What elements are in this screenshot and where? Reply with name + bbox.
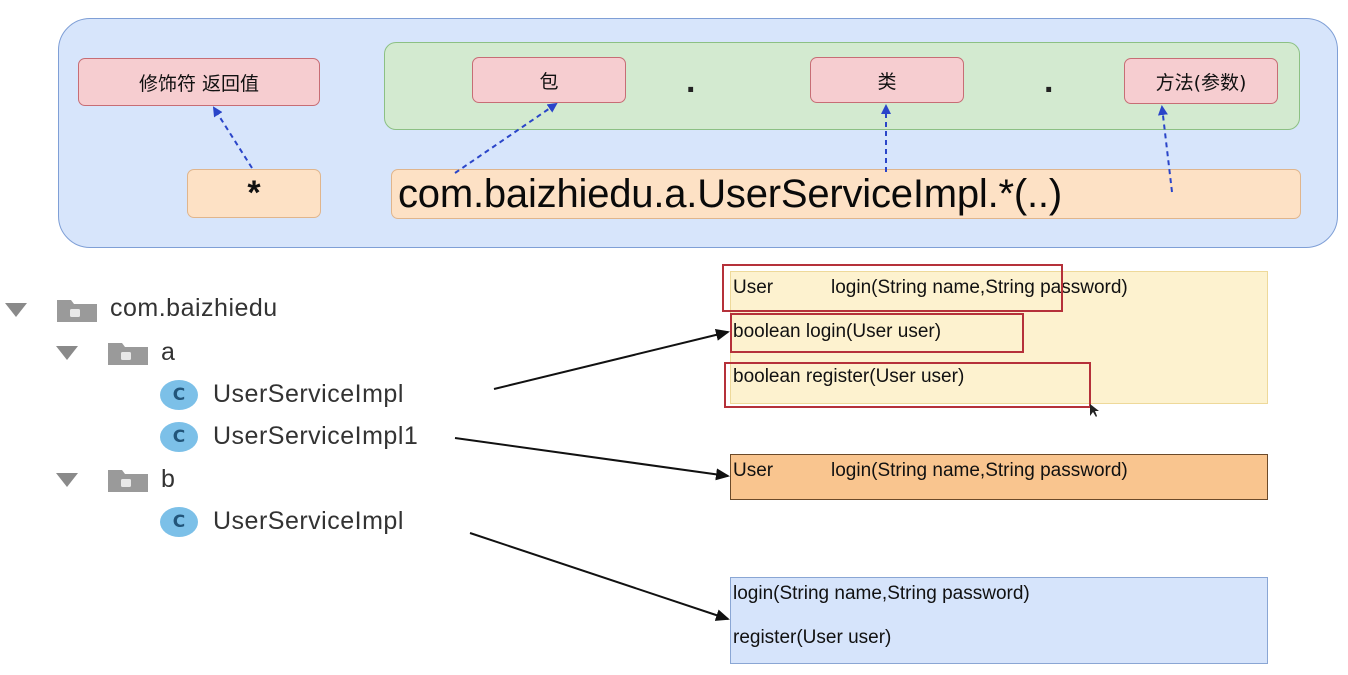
mapping-arrow: [493, 329, 730, 390]
folder-icon: [108, 470, 148, 492]
wildcard-star: *: [247, 174, 261, 212]
tree-class-a-userserviceimpl[interactable]: UserServiceImpl: [213, 380, 404, 408]
pointcut-expression-box: com.baizhiedu.a.UserServiceImpl.*(..): [391, 169, 1301, 219]
highlight-frame: [722, 264, 1063, 312]
folder-icon: [108, 343, 148, 365]
class-label: 类: [810, 57, 964, 103]
method-signature: boolean register(User user): [733, 366, 965, 387]
method-signature: login(String name,String password): [831, 460, 1128, 481]
dashed-arrow: [212, 106, 253, 169]
tree-class-b-userserviceimpl[interactable]: UserServiceImpl: [213, 507, 404, 535]
folder-icon: [57, 300, 97, 322]
tree-package-b[interactable]: b: [161, 465, 176, 493]
method-signature: boolean login(User user): [733, 321, 942, 342]
tree-package-a[interactable]: a: [161, 338, 176, 366]
mouse-cursor-icon: [1090, 404, 1099, 417]
tree-root-package[interactable]: com.baizhiedu: [110, 294, 278, 322]
tree-class-a-userserviceimpl1[interactable]: UserServiceImpl1: [213, 422, 419, 450]
separator-dot-2: .: [1044, 62, 1054, 100]
wildcard-star-box: *: [187, 169, 321, 218]
dashed-arrow: [454, 102, 558, 174]
method-signature: login(String name,String password): [733, 583, 1030, 604]
methods-a-userserviceimpl: [730, 271, 1268, 404]
methods-b-userserviceimpl: [730, 577, 1268, 664]
method-signature: register(User user): [733, 627, 892, 648]
package-label: 包: [472, 57, 626, 103]
methods-a-userserviceimpl1: [730, 454, 1268, 500]
mapping-arrow: [469, 532, 730, 621]
method-label: 方法(参数): [1124, 58, 1278, 104]
method-type: User: [733, 277, 774, 298]
collapse-triangle-icon[interactable]: [56, 473, 78, 487]
highlight-frame: [730, 313, 1024, 353]
collapse-triangle-icon[interactable]: [5, 303, 27, 317]
pointcut-expression: com.baizhiedu.a.UserServiceImpl.*(..): [398, 171, 1062, 216]
modifier-return-label: 修饰符 返回值: [78, 58, 320, 106]
class-icon: C: [160, 507, 198, 537]
separator-dot-1: .: [686, 62, 696, 100]
dashed-arrow: [1157, 105, 1173, 193]
mapping-arrow: [454, 437, 730, 481]
class-icon: C: [160, 380, 198, 410]
highlight-frame: [724, 362, 1091, 408]
method-type: User: [733, 460, 774, 481]
class-icon: C: [160, 422, 198, 452]
collapse-triangle-icon[interactable]: [56, 346, 78, 360]
